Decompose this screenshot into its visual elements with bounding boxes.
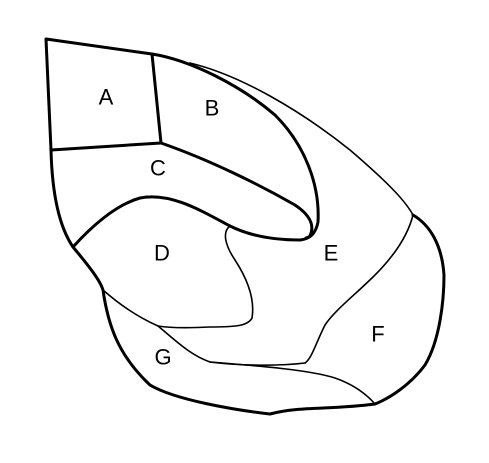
boundary-a-b (150, 52, 163, 145)
region-label-c: C (150, 156, 166, 181)
boundary-b-top (150, 52, 320, 240)
boundary-a-c (49, 141, 163, 152)
region-label-d: D (154, 241, 170, 266)
boundary-d-g (102, 289, 159, 327)
boundary-g-e (157, 325, 306, 366)
region-label-e: E (324, 241, 339, 266)
boundary-c-d (71, 195, 316, 249)
boundary-outer-e (189, 62, 414, 216)
region-label-b: B (205, 96, 220, 121)
boundary-d-e (157, 225, 254, 329)
boundary-b-c (159, 141, 314, 238)
boundary-f-outer (373, 213, 446, 406)
boundary-e-f (304, 214, 414, 364)
region-label-g: G (154, 345, 171, 370)
region-label-f: F (371, 322, 384, 347)
boundary-g-f (209, 361, 376, 405)
region-label-a: A (99, 85, 114, 110)
